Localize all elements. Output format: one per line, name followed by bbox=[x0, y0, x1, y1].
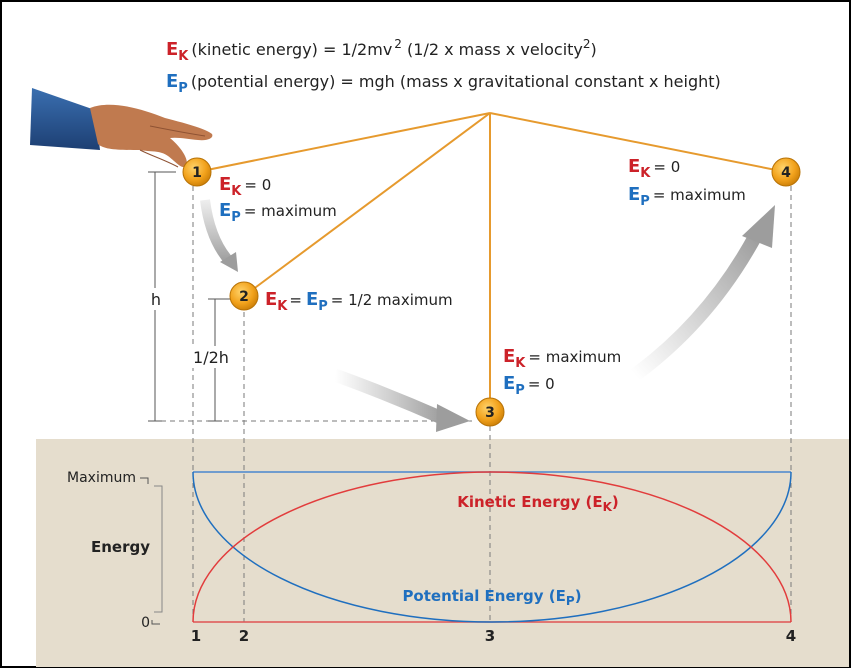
hand-icon bbox=[30, 88, 213, 168]
ball-2-label: 2 bbox=[239, 289, 249, 305]
ball-3-label: 3 bbox=[485, 405, 495, 421]
y-axis-title: Energy bbox=[91, 538, 150, 556]
height-half-h-label: 1/2h bbox=[193, 348, 229, 367]
ep-subscript: P bbox=[178, 81, 188, 96]
y-max-label: Maximum bbox=[67, 470, 136, 486]
arrow-2-to-3-icon bbox=[332, 368, 445, 424]
ek-superscript: 2 bbox=[394, 37, 402, 51]
state-3-ep: EP= 0 bbox=[503, 373, 555, 398]
arrow-3-to-4-icon bbox=[630, 231, 763, 381]
motion-arrows bbox=[200, 199, 775, 432]
state-4-ep: EP= maximum bbox=[628, 184, 746, 209]
ball-1: 1 bbox=[182, 157, 212, 187]
string-1 bbox=[196, 112, 491, 173]
kinetic-energy-label: Kinetic Energy (EK) bbox=[457, 493, 619, 514]
ball-2: 2 bbox=[229, 281, 259, 311]
x-label-1: 1 bbox=[191, 627, 201, 645]
string-2 bbox=[243, 112, 491, 297]
potential-energy-label: Potential Energy (EP) bbox=[402, 587, 581, 608]
ball-1-label: 1 bbox=[192, 165, 202, 181]
energy-series bbox=[192, 471, 792, 623]
formula-ep: EP(potential energy) = mgh (mass x gravi… bbox=[166, 71, 721, 96]
potential-energy-curve bbox=[192, 471, 792, 623]
kinetic-energy-curve bbox=[192, 471, 792, 623]
ek-superscript-2: 2 bbox=[583, 37, 591, 51]
ek-text-c: ) bbox=[591, 40, 597, 59]
state-4-ek: EK= 0 bbox=[628, 156, 680, 181]
ep-symbol: E bbox=[166, 71, 178, 92]
x-label-3: 3 bbox=[485, 627, 495, 645]
state-1-ek: EK= 0 bbox=[219, 174, 271, 199]
ep-text: (potential energy) = mgh (mass x gravita… bbox=[191, 72, 721, 91]
pendulum-strings bbox=[196, 112, 787, 412]
x-label-2: 2 bbox=[239, 627, 249, 645]
state-1-ep: EP= maximum bbox=[219, 200, 337, 225]
ek-subscript: K bbox=[178, 49, 189, 64]
ek-text-b: (1/2 x mass x velocity bbox=[402, 40, 583, 59]
y-min-label: 0 bbox=[141, 615, 150, 631]
ball-4-label: 4 bbox=[781, 165, 791, 181]
height-h-label: h bbox=[151, 290, 161, 309]
arrow-1-to-2-icon bbox=[200, 199, 234, 266]
ek-text-a: (kinetic energy) = 1/2mv bbox=[191, 40, 392, 59]
ball-4: 4 bbox=[771, 157, 801, 187]
ek-symbol: E bbox=[166, 39, 178, 60]
state-2-label: EK=EP= 1/2 maximum bbox=[265, 289, 453, 314]
guide-lines bbox=[152, 186, 792, 622]
x-label-4: 4 bbox=[786, 627, 796, 645]
ball-3: 3 bbox=[475, 397, 505, 427]
state-3-ek: EK= maximum bbox=[503, 346, 621, 371]
string-4 bbox=[489, 112, 787, 173]
graph-panel bbox=[36, 439, 849, 667]
